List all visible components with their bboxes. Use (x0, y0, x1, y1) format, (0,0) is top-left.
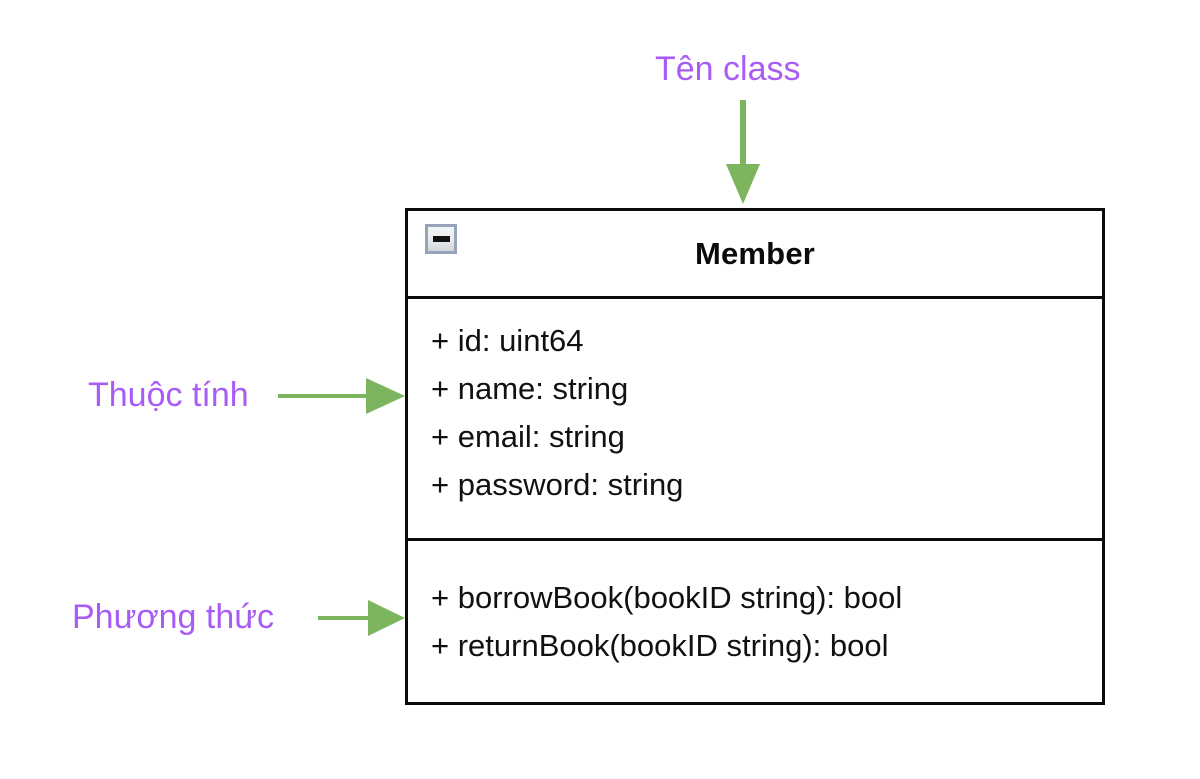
annotation-label-attributes: Thuộc tính (88, 376, 249, 414)
annotation-label-class-name: Tên class (655, 50, 801, 88)
method-row: + borrowBook(bookID string): bool (431, 580, 903, 615)
arrow-down-icon-class-name (726, 100, 760, 204)
collapse-minus-icon[interactable] (425, 224, 457, 254)
class-name-title: Member (694, 235, 816, 271)
attribute-row: + email: string (431, 419, 625, 454)
class-header-compartment: Member (408, 211, 1102, 299)
minus-bar (432, 236, 450, 242)
annotation-label-methods: Phương thức (72, 598, 275, 636)
attribute-row: + id: uint64 (431, 323, 584, 358)
class-methods-compartment: + borrowBook(bookID string): bool + retu… (408, 541, 1102, 702)
class-attributes-compartment: + id: uint64 + name: string + email: str… (408, 299, 1102, 541)
method-row: + returnBook(bookID string): bool (431, 628, 889, 663)
attribute-row: + name: string (431, 371, 629, 406)
arrow-right-icon-methods (318, 600, 405, 636)
arrow-right-icon-attributes (278, 378, 405, 414)
attribute-row: + password: string (431, 467, 684, 502)
uml-class-box: Member + id: uint64 + name: string + ema… (405, 208, 1105, 705)
